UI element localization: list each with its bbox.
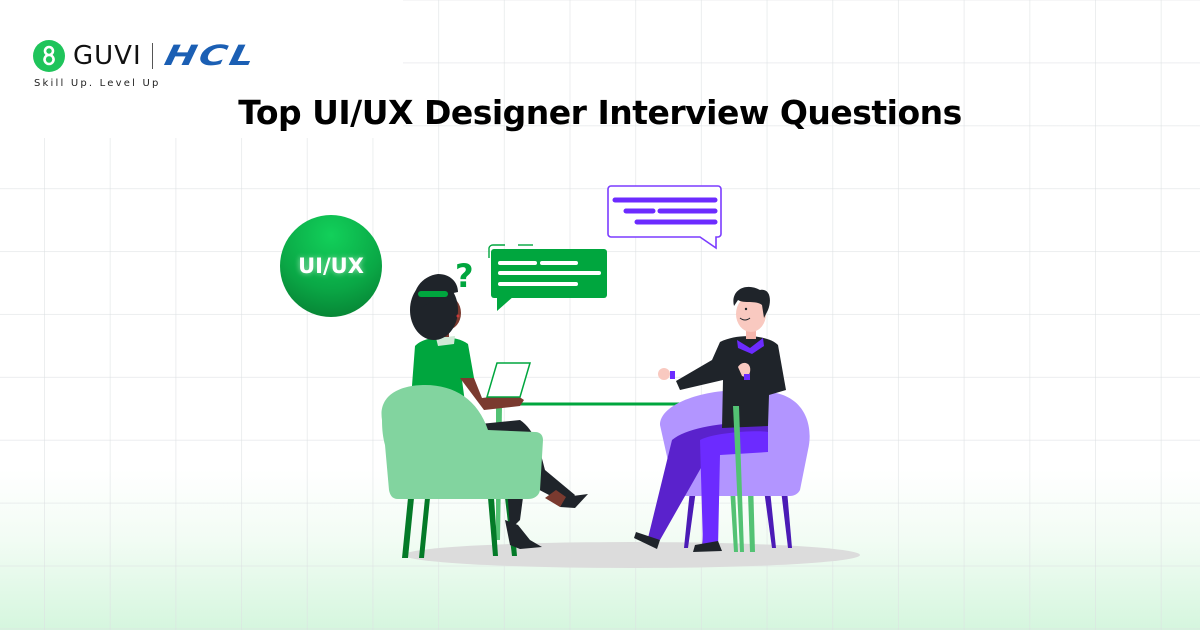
brand-logo[interactable]: GUVI HCL [33, 39, 260, 72]
speech-bubble-green-icon [488, 244, 607, 311]
brand-tagline: Skill Up. Level Up [34, 78, 161, 89]
page-title: Top UI/UX Designer Interview Questions [238, 93, 962, 132]
uiux-badge-label: UI/UX [298, 254, 364, 278]
table-leg [733, 406, 744, 552]
guvi-logo-icon [33, 40, 65, 72]
floor-shadow [404, 542, 860, 568]
logo-divider [151, 43, 153, 69]
uiux-badge: UI/UX [280, 215, 382, 317]
speech-bubble-purple-icon [607, 185, 722, 250]
grid-mask [0, 0, 403, 138]
woman-figure [381, 274, 588, 549]
question-mark-icon: ? [455, 257, 474, 295]
guvi-wordmark: GUVI [73, 41, 142, 71]
man-figure [634, 286, 786, 552]
